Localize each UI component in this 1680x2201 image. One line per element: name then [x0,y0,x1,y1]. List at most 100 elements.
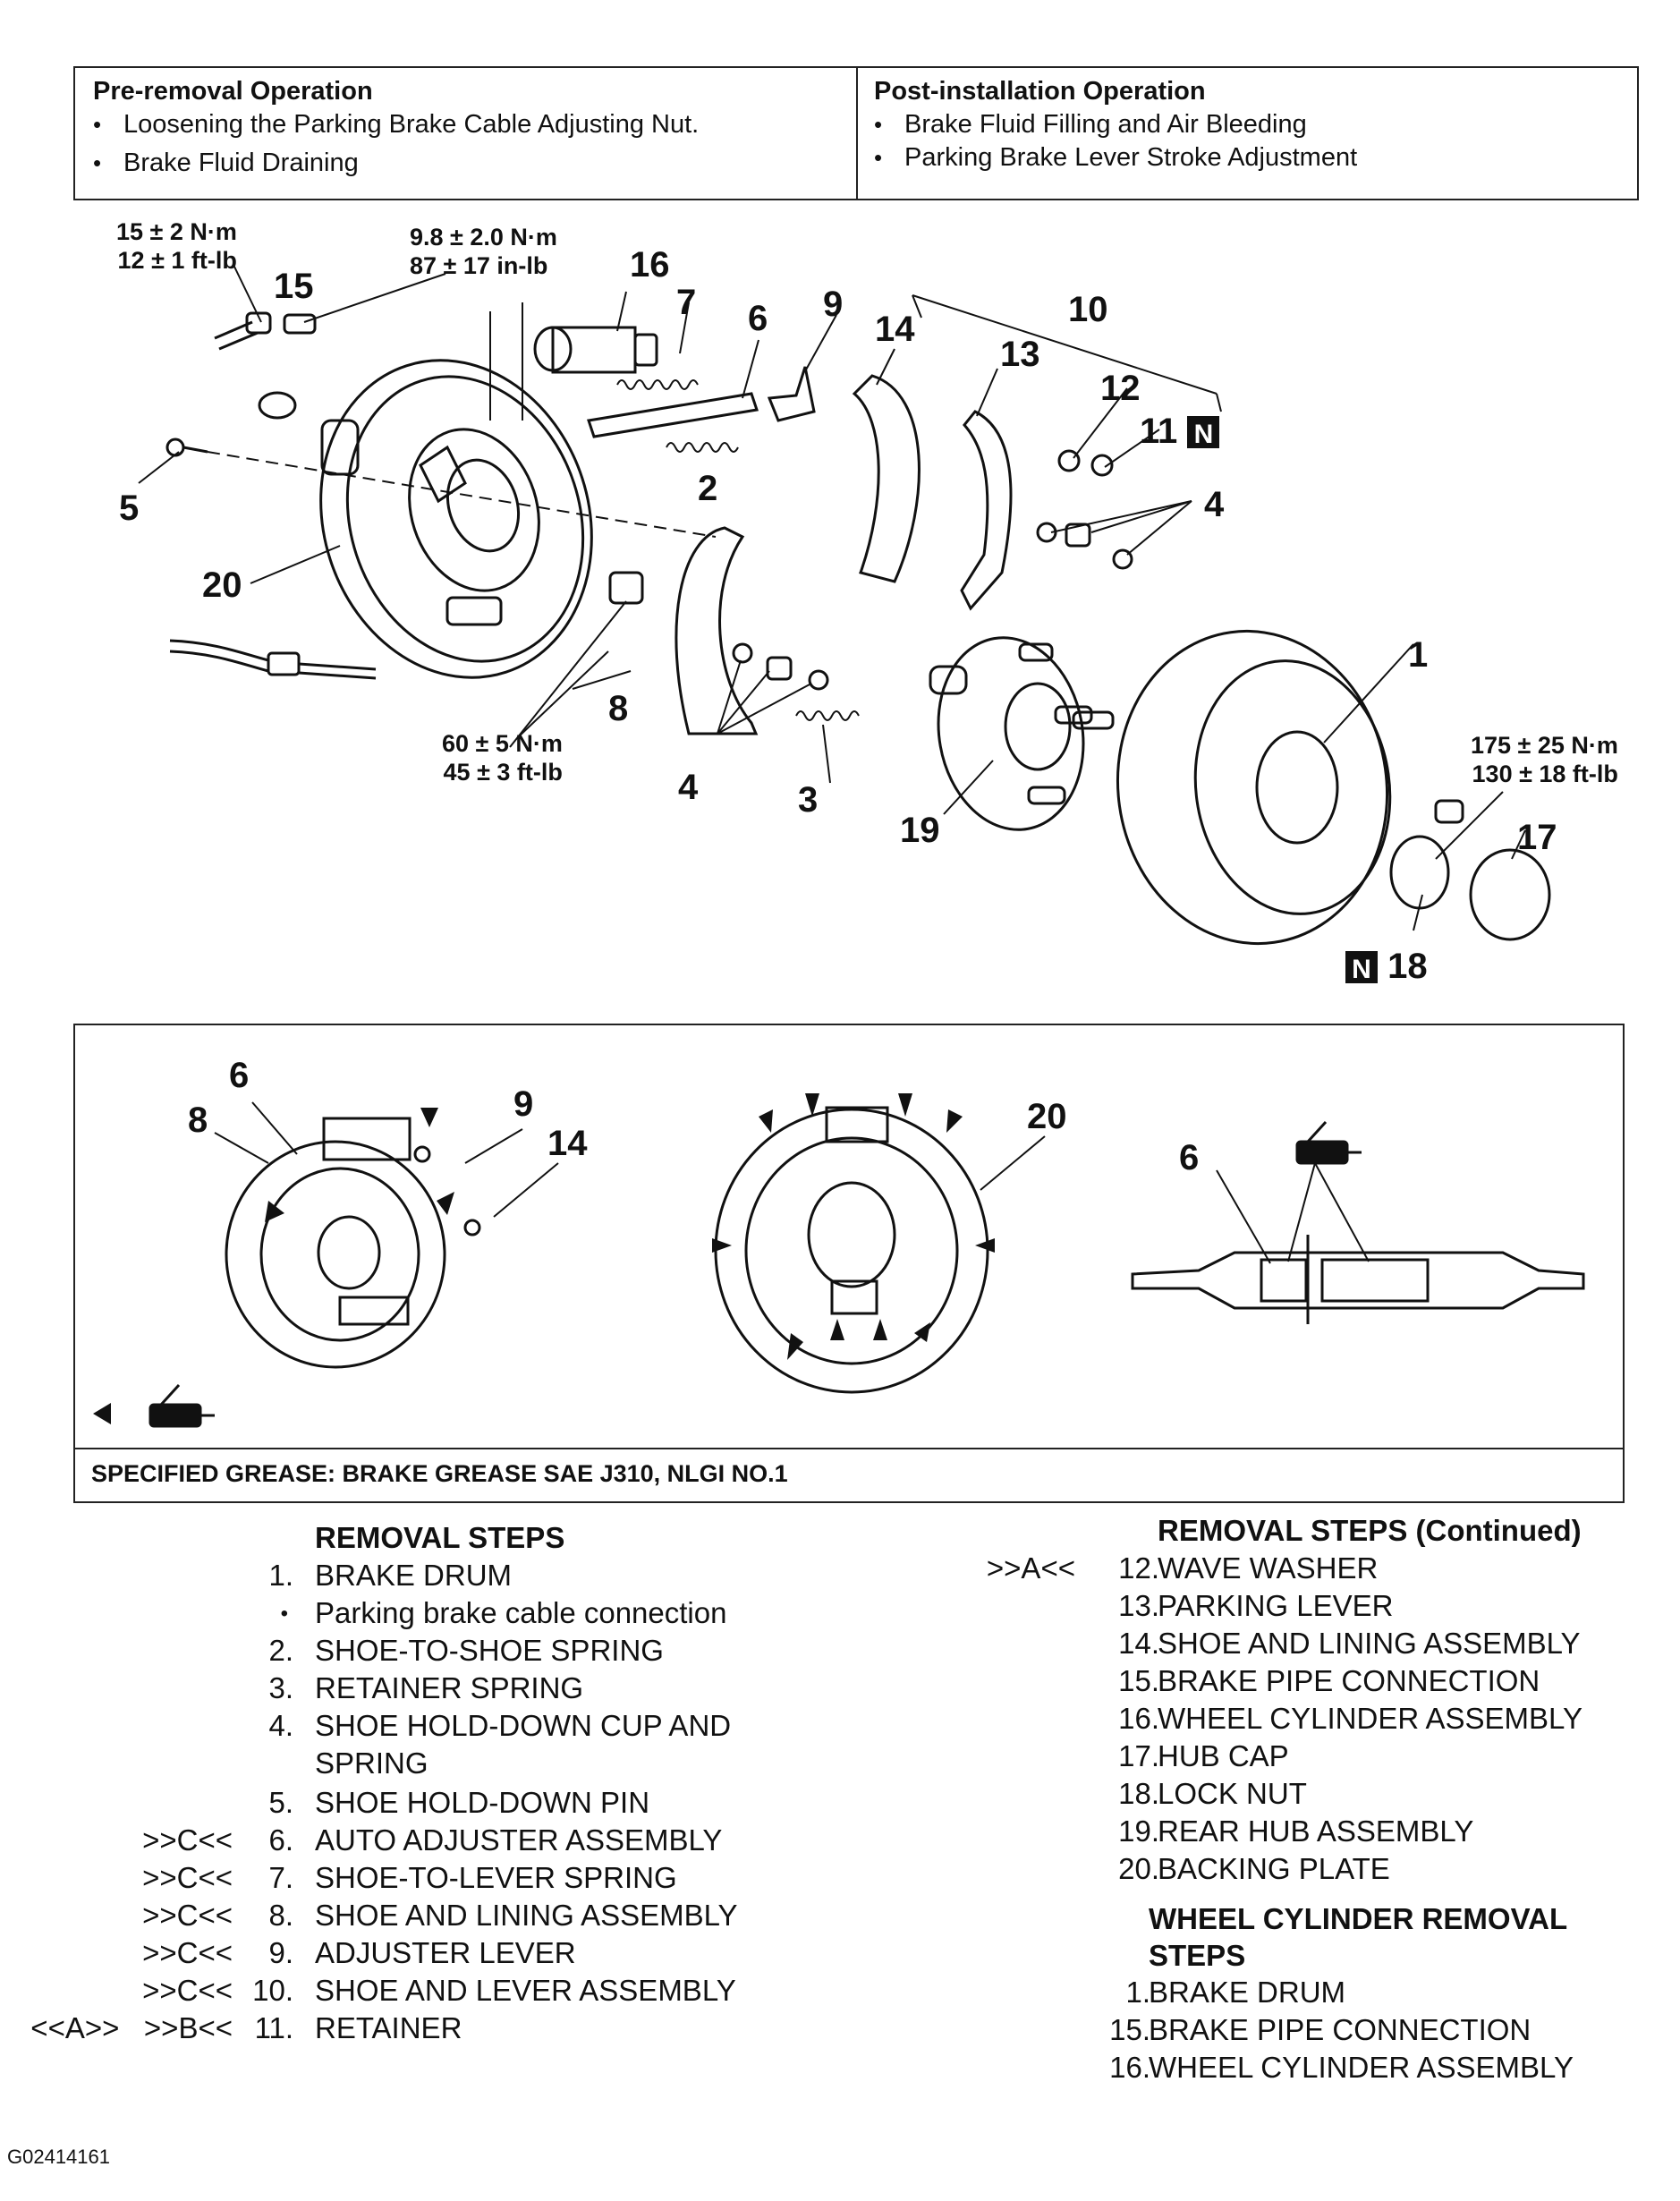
callout-17: 17 [1517,818,1557,857]
step-number: 7. [268,1861,293,1894]
pre-removal-title: Pre-removal Operation [93,77,373,106]
step-text: ADJUSTER LEVER [315,1936,576,1969]
callout-20: 20 [202,565,242,605]
step-text: SHOE AND LEVER ASSEMBLY [315,1974,736,2007]
step-number: 9. [268,1936,293,1969]
wheel-cylinder-steps-title: WHEEL CYLINDER REMOVAL STEPS [1149,1902,1568,1973]
step-text: WHEEL CYLINDER ASSEMBLY [1149,2051,1574,2084]
adjuster-lever [767,366,816,422]
detail-callout-6b: 6 [1179,1138,1200,1177]
detail-callout-8: 8 [188,1100,208,1140]
step-text: SPRING [315,1746,428,1780]
step-number: 15. [1118,1664,1159,1697]
wheel-cylinder [489,302,658,421]
pre-removal-section: Pre-removal Operation •Loosening the Par… [93,77,699,178]
step-text: SHOE AND LINING ASSEMBLY [1158,1627,1581,1660]
callout-16: 16 [630,245,670,285]
step-number: 14. [1118,1627,1159,1660]
callout-5: 5 [119,489,140,528]
callout-4: 4 [1204,485,1225,524]
leader-lines [138,266,1526,931]
post-installation-title: Post-installation Operation [874,77,1206,106]
step-mark: >>A<< [986,1551,1075,1585]
post-installation-item: •Brake Fluid Filling and Air Bleeding [874,110,1307,139]
detail-backing-plate [714,1106,989,1394]
callout-11: 11 N [1140,413,1220,449]
step-number: 16. [1118,1702,1159,1735]
new-part-badge: N [1187,416,1220,449]
brake-pipe [214,311,317,420]
step-number: 2. [268,1634,293,1667]
step-text: BRAKE PIPE CONNECTION [1149,2013,1532,2046]
pre-removal-item: •Brake Fluid Draining [93,149,359,177]
backing-plate-bolt [608,571,644,605]
step-number: 12. [1118,1551,1159,1585]
pre-removal-item: •Loosening the Parking Brake Cable Adjus… [93,110,700,139]
step-number: 10. [252,1974,293,2007]
step-text: SHOE HOLD-DOWN PIN [315,1786,650,1819]
detail-assembled-brake [225,1117,481,1369]
torque-20: 60 ± 5 N·m 45 ± 3 ft-lb [442,730,563,786]
step-text: BRAKE DRUM [315,1559,513,1592]
step-number: 17. [1118,1739,1159,1772]
step-number: 19. [1118,1814,1159,1848]
torque-18: 175 ± 25 N·m 130 ± 18 ft-lb [1471,732,1618,787]
callout-9: 9 [823,285,844,324]
backing-plate [319,359,593,679]
step-text: BRAKE PIPE CONNECTION [1158,1664,1540,1697]
step-number: 18. [1118,1777,1159,1810]
step-number: 3. [268,1671,293,1704]
removal-steps-title: REMOVAL STEPS [315,1521,565,1554]
step-text: RETAINER SPRING [315,1671,584,1704]
callout-13: 13 [1000,335,1040,374]
callout-15: 15 [274,267,314,306]
callout-12: 12 [1100,369,1141,408]
step-text: SHOE-TO-LEVER SPRING [315,1861,677,1894]
grease-gun-icon [1295,1120,1362,1165]
step-bullet: • [280,1602,288,1626]
retainer-spring [795,710,860,721]
step-text: LOCK NUT [1158,1777,1307,1810]
shoe-lining-14 [852,374,921,583]
callout-6: 6 [748,299,768,338]
step-number: 20. [1118,1852,1159,1885]
torque-15: 15 ± 2 N·m 12 ± 1 ft-lb [116,218,237,274]
detail-callout-9: 9 [513,1084,534,1124]
exploded-view-drawing [138,266,1551,946]
grease-note: SPECIFIED GREASE: BRAKE GREASE SAE J310,… [91,1460,788,1487]
step-text: SHOE-TO-SHOE SPRING [315,1634,664,1667]
callout-2: 2 [698,469,718,508]
operations-divider [856,68,858,199]
step-number: 8. [268,1899,293,1932]
washers [732,449,1133,691]
step-text: PARKING LEVER [1158,1589,1394,1622]
post-installation-item: •Parking Brake Lever Stroke Adjustment [874,143,1358,172]
grease-detail-drawings [93,1093,1585,1428]
step-text: WHEEL CYLINDER ASSEMBLY [1158,1702,1582,1735]
operations-table: Pre-removal Operation •Loosening the Par… [73,66,1639,200]
callout-3: 3 [798,780,819,820]
parking-brake-cable [169,639,377,680]
detail-callout-6: 6 [229,1056,250,1095]
step-number: 15. [1109,2013,1150,2046]
callout-4b: 4 [678,768,699,807]
detail-auto-adjuster [1131,1235,1585,1324]
parking-lever [960,410,1013,611]
rear-hub [929,636,1115,831]
callout-10: 10 [1068,290,1108,329]
callout-19: 19 [900,811,940,850]
step-mark: >>C<< [142,1823,233,1857]
detail-callout-14: 14 [547,1124,588,1163]
detail-leader-lines [214,1101,1370,1264]
step-text: RETAINER [315,2011,462,2044]
step-text: SHOE AND LINING ASSEMBLY [315,1899,738,1932]
step-text: BRAKE DRUM [1149,1976,1346,2009]
post-installation-section: Post-installation Operation •Brake Fluid… [874,77,1357,173]
step-number: 6. [268,1823,293,1857]
grease-divider [75,1448,1623,1449]
step-text: BACKING PLATE [1158,1852,1390,1885]
group-10-bracket [912,294,1222,412]
figure-id: G02414161 [7,2146,110,2168]
new-part-badge: N [1345,951,1378,984]
step-text: REAR HUB ASSEMBLY [1158,1814,1474,1848]
